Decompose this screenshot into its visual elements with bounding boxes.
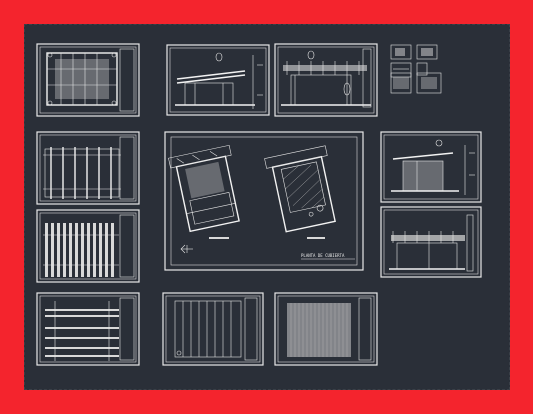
detail-thumbnails[interactable] [390, 44, 442, 94]
north-arrow-icon [180, 244, 193, 254]
cad-model-space[interactable]: PLANTA DE CUBIERTA [24, 24, 510, 390]
sheet-elevation-top-middle[interactable] [166, 44, 270, 116]
main-sheet-roof-plan[interactable]: PLANTA DE CUBIERTA [164, 131, 364, 271]
sheet-plan-top-left[interactable] [36, 43, 140, 117]
sheet-section-right-3[interactable] [380, 206, 482, 278]
sheet-boards-bottom-middle[interactable] [162, 292, 264, 366]
drawing-canvas[interactable]: PLANTA DE CUBIERTA [25, 25, 511, 391]
sheet-rafters-left-2[interactable] [36, 131, 140, 205]
sheet-side-elevation-right-2[interactable] [380, 131, 482, 203]
sheet-dense-boards-bottom-right[interactable] [274, 292, 378, 366]
sheet-horizontal-slats-left-4[interactable] [36, 292, 140, 366]
sheet-slats-left-3[interactable] [36, 209, 140, 283]
main-sheet-caption: PLANTA DE CUBIERTA [301, 253, 345, 258]
sheet-elevation-top-right[interactable] [274, 43, 378, 117]
